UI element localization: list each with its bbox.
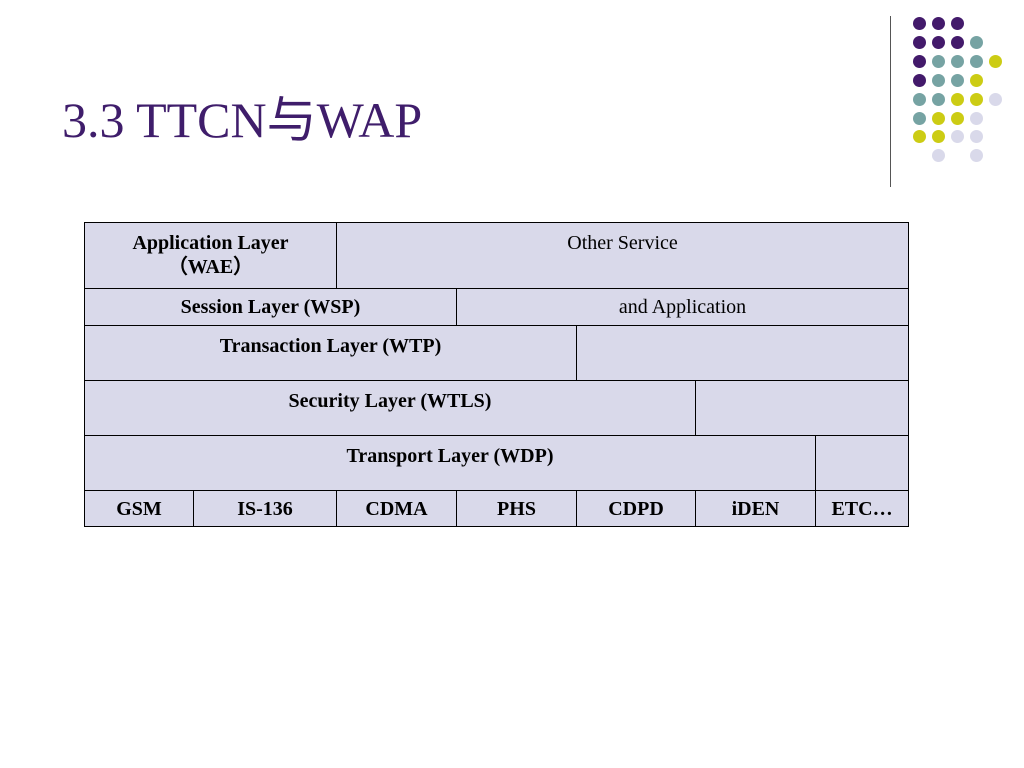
decor-dot [951,130,964,143]
decor-dot [970,74,983,87]
decor-dot [913,130,926,143]
bearer-cell-etc: ETC… [814,490,910,527]
decor-dot [932,93,945,106]
decor-dot [951,112,964,125]
bearer-cell-gsm: GSM [84,490,194,527]
decor-dot [913,55,926,68]
transaction-layer-cell: Transaction Layer (WTP) [84,325,577,381]
decor-dot [970,130,983,143]
decorative-dot-grid [0,0,1024,200]
application-layer-abbr: （WAE） [167,256,254,278]
bearer-cell-iden: iDEN [695,490,816,527]
decor-dot [989,93,1002,106]
decor-dot [970,55,983,68]
decor-dot [932,149,945,162]
decor-dot [970,112,983,125]
decor-dot [989,55,1002,68]
decor-dot [913,17,926,30]
decor-dot [913,112,926,125]
decor-dot [951,17,964,30]
decor-dot [951,74,964,87]
empty-cell [575,325,910,381]
bearer-cell-cdpd: CDPD [576,490,696,527]
bearer-cell-cdma: CDMA [336,490,457,527]
and-application-cell: and Application [455,288,910,326]
empty-cell [694,380,910,436]
decor-dot [970,93,983,106]
decor-dot [932,112,945,125]
decor-dot [932,36,945,49]
session-layer-cell: Session Layer (WSP) [84,288,457,326]
other-service-cell: Other Service [335,222,910,289]
decor-dot [951,36,964,49]
decor-dot [913,74,926,87]
decor-dot [951,93,964,106]
empty-cell [814,435,910,491]
application-layer-label: Application Layer [132,232,289,254]
decor-dot [970,149,983,162]
decor-dot [932,17,945,30]
decor-dot [932,74,945,87]
transport-layer-cell: Transport Layer (WDP) [84,435,816,491]
slide-title: 3.3 TTCN与WAP [62,92,423,148]
application-layer-cell: Application Layer（WAE） [84,222,337,289]
bearer-cell-is-136: IS-136 [193,490,337,527]
decor-dot [932,55,945,68]
wap-protocol-stack-table: Application Layer（WAE） Other Service Ses… [84,222,910,527]
decor-dot [970,36,983,49]
bearer-cell-phs: PHS [456,490,577,527]
decor-dot [951,55,964,68]
decor-dot [913,93,926,106]
decor-dot [913,36,926,49]
decor-dot [932,130,945,143]
divider-line [890,16,891,187]
security-layer-cell: Security Layer (WTLS) [84,380,696,436]
